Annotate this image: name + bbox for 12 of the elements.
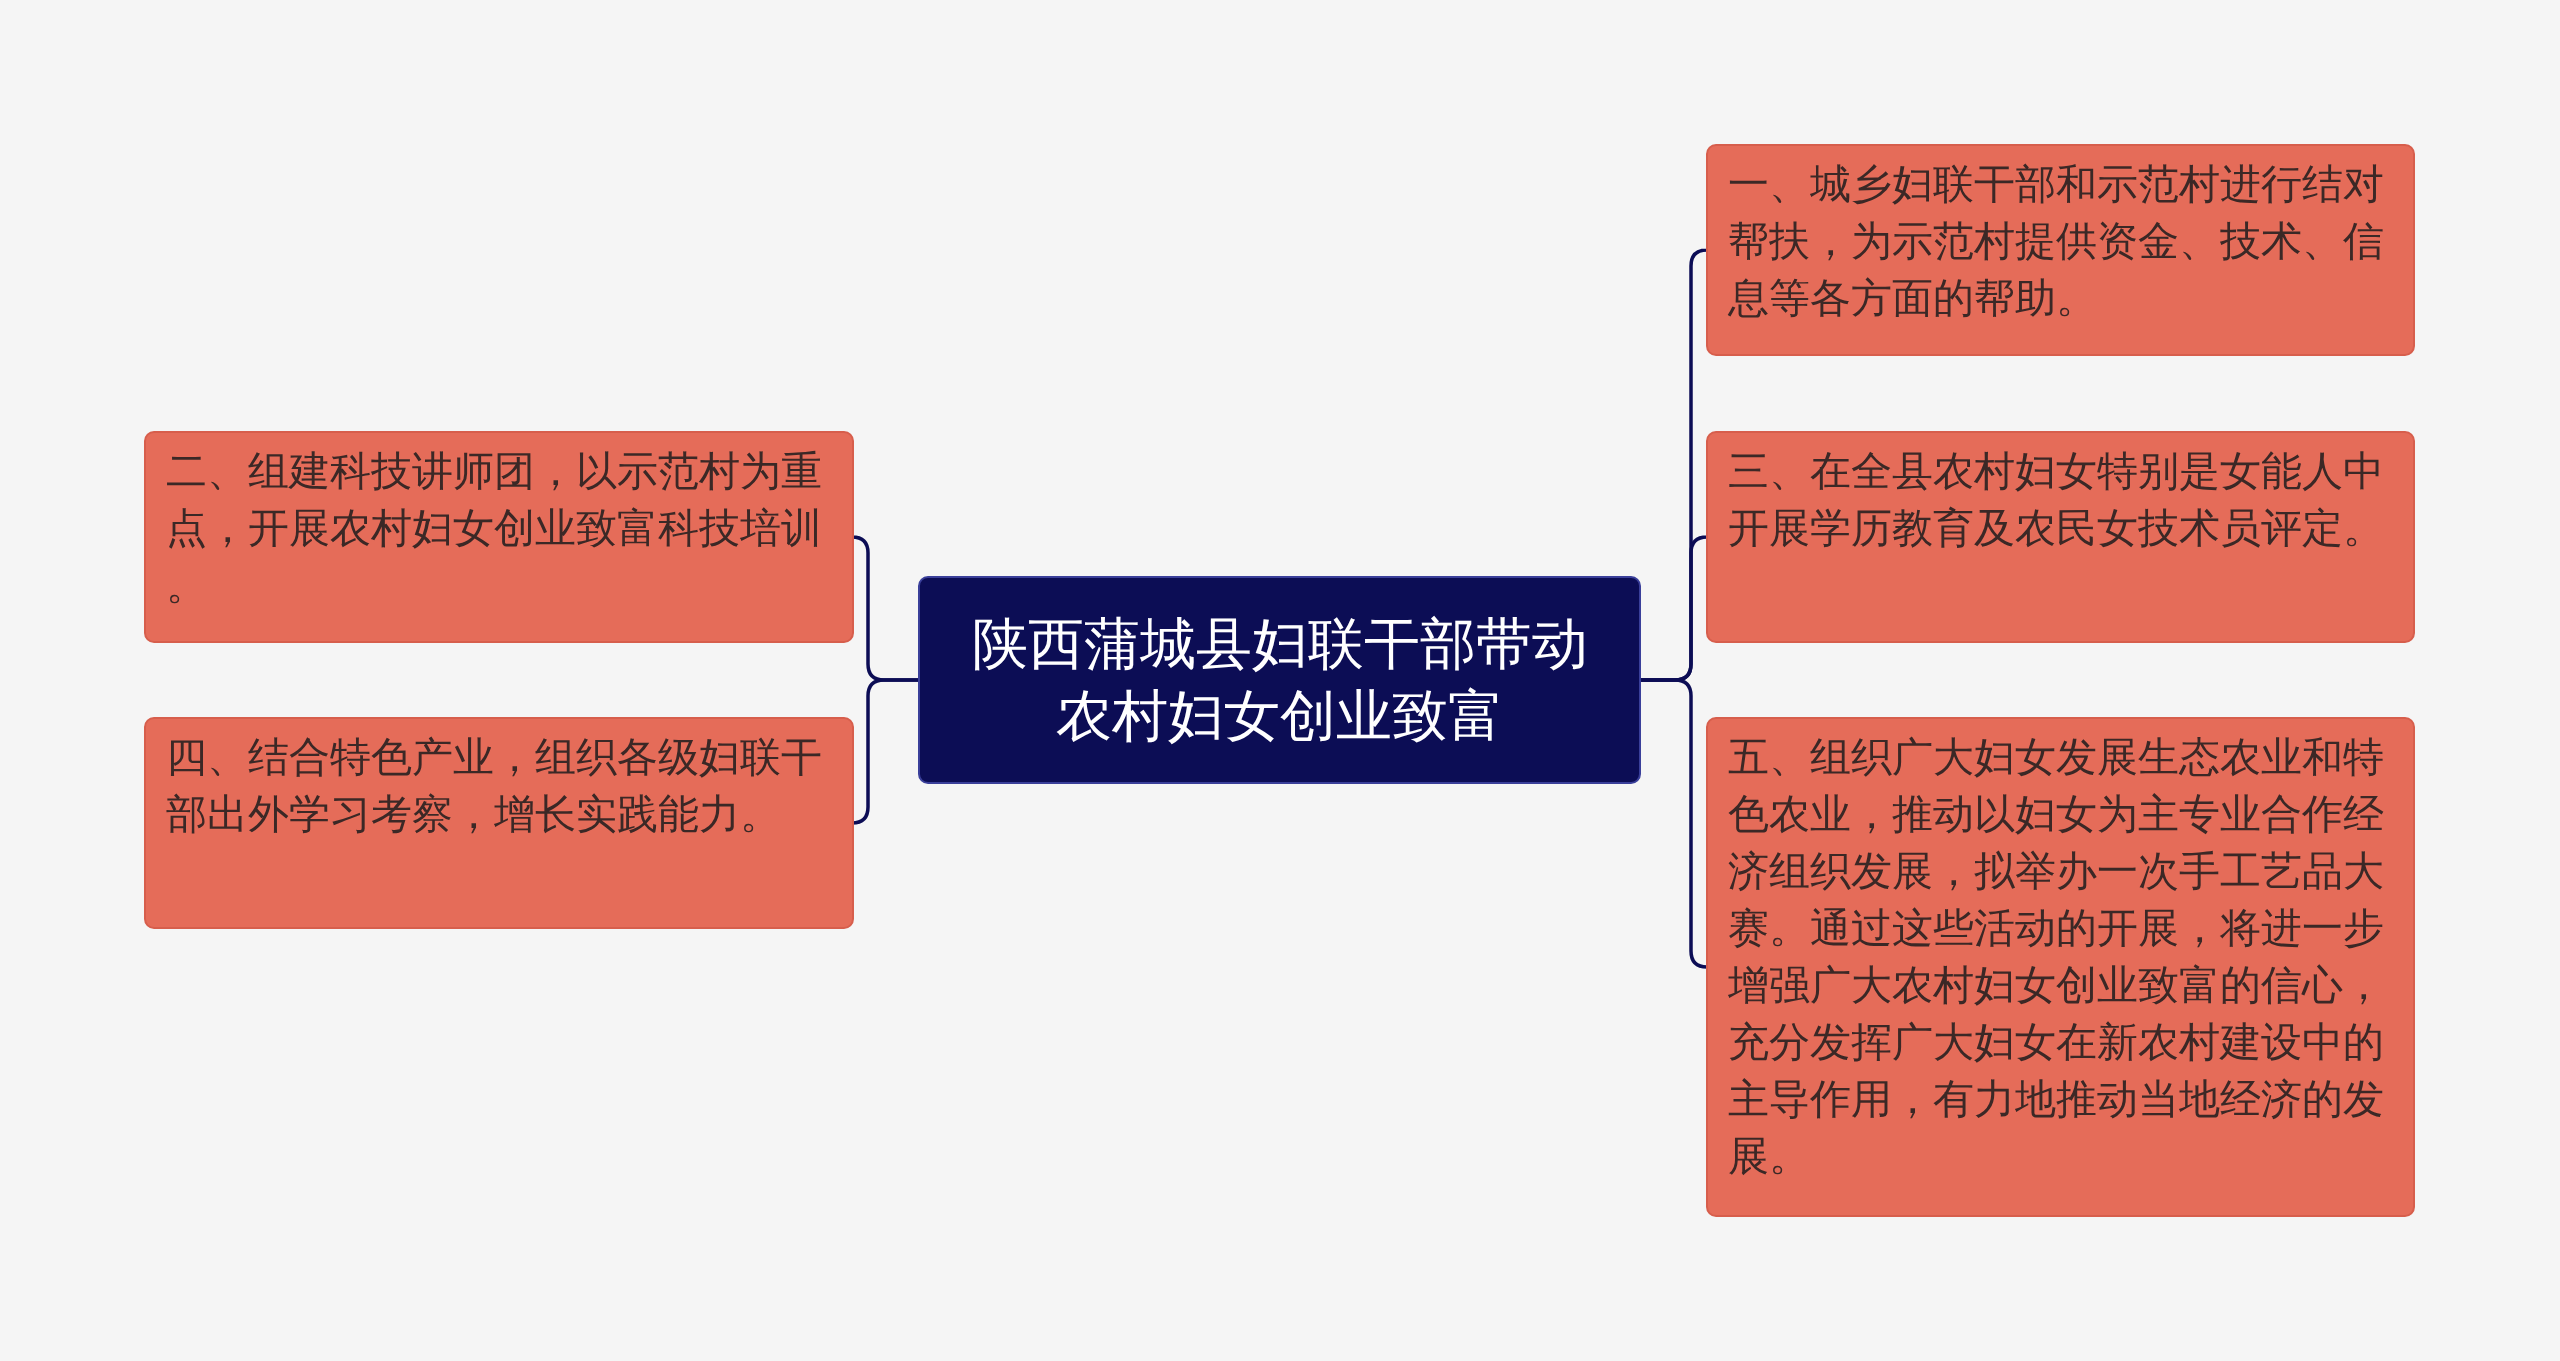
topic-box: [1706, 144, 2415, 356]
central-topic-text: 陕西蒲城县妇联干部带动农村妇女创业致富: [970, 610, 1589, 750]
topic-text: 三、在全县农村妇女特别是女能人中开展学历教育及农民女技术员评定。: [1728, 446, 2385, 554]
topic-text: 一、城乡妇联干部和示范村进行结对帮扶，为示范村提供资金、技术、信息等各方面的帮助。: [1728, 159, 2385, 324]
central-topic-box: [918, 576, 1641, 784]
topic-box: [1706, 431, 2415, 643]
topic-text: 二、组建科技讲师团，以示范村为重点，开展农村妇女创业致富科技培训。: [166, 446, 823, 611]
topic-box: [1706, 717, 2415, 1217]
topic-text: 四、结合特色产业，组织各级妇联干部出外学习考察，增长实践能力。: [166, 732, 823, 840]
topic-text: 五、组织广大妇女发展生态农业和特色农业，推动以妇女为主专业合作经济组织发展，拟举办一次手工艺品大赛。通过这些活动的开展，将进一步增强广大农村妇女创业致富的信心，充分发挥广大妇女在新农村建设中的主导作用，有力地推动当地经济的发展。: [1728, 732, 2385, 1182]
topic-box: [144, 431, 854, 643]
topic-box: [144, 717, 854, 929]
